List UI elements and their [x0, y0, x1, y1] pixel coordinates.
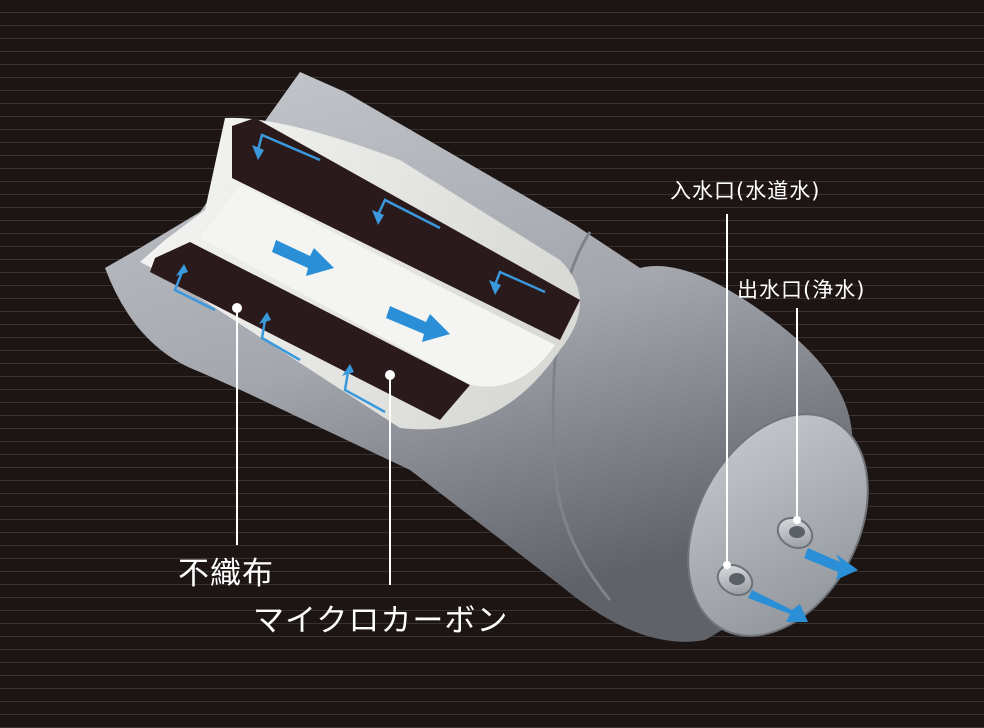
micro-carbon-label: マイクロカーボン	[253, 603, 509, 639]
core-flow-arrows	[272, 240, 450, 342]
inlet-port	[716, 564, 808, 622]
flow-arrowheads	[176, 145, 501, 376]
outlet-port	[776, 517, 858, 580]
flow-lines	[173, 133, 546, 414]
outlet-label: 出水口(浄水)	[737, 278, 866, 302]
nonwoven-label: 不織布	[178, 556, 274, 592]
leader-lines	[232, 214, 801, 585]
inner-core	[200, 185, 555, 387]
inlet-label: 入水口(水道水)	[670, 179, 821, 203]
